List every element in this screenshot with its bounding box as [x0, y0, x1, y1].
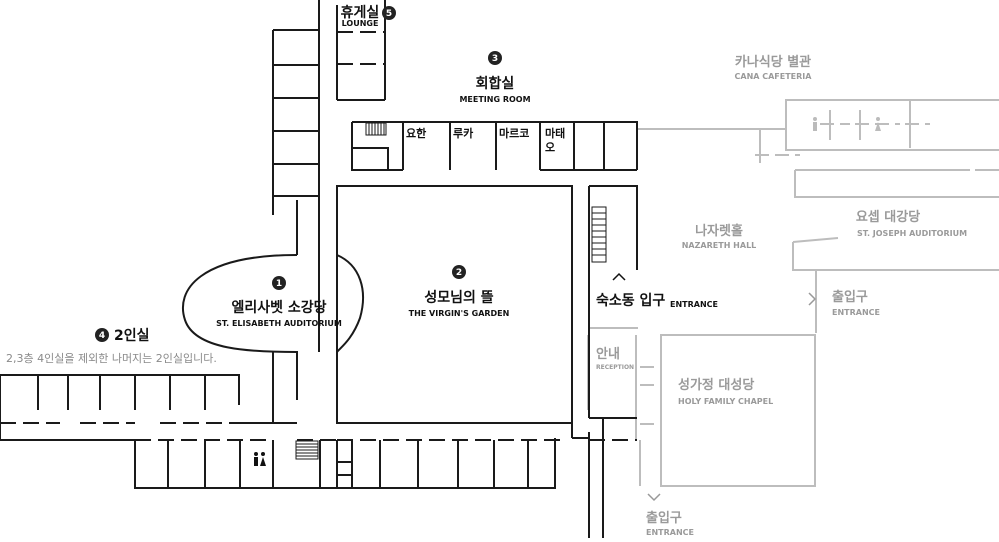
restroom-icon — [254, 452, 266, 466]
exit-bottom-label: 출입구 — [646, 510, 682, 526]
meeting-room-luke: 루카 — [453, 126, 473, 140]
meeting-room-mark: 마르코 — [499, 126, 529, 140]
restroom-icon — [813, 117, 881, 131]
cana-label: 카나식당 별관 — [735, 54, 811, 70]
meeting-room-matthew-2: 오 — [545, 141, 555, 154]
main-building — [0, 0, 881, 538]
chapel-label: 성가정 대성당 — [678, 377, 754, 393]
elisabeth-eng: ST. ELISABETH AUDITORIUM — [216, 319, 342, 328]
joseph-label: 요셉 대강당 — [856, 209, 920, 225]
garden-label: 성모님의 뜰 — [424, 289, 493, 306]
chevron-down-icon — [647, 493, 661, 502]
svg-text:2: 2 — [456, 268, 462, 278]
nazareth-eng: NAZARETH HALL — [682, 241, 757, 250]
exit-right-eng: ENTRANCE — [832, 308, 880, 317]
nazareth-label: 나자렛홀 — [695, 223, 743, 239]
dorm-entrance-eng: ENTRANCE — [670, 300, 718, 309]
elisabeth-label: 엘리사벳 소강당 — [231, 299, 326, 316]
svg-text:1: 1 — [276, 279, 282, 289]
badge-elisabeth: 1 — [272, 276, 286, 290]
meeting-label: 회합실 — [476, 75, 515, 92]
exit-bottom-eng: ENTRANCE — [646, 528, 694, 537]
chevron-right-icon — [808, 292, 817, 306]
meeting-eng: MEETING ROOM — [459, 95, 530, 104]
svg-text:4: 4 — [99, 331, 105, 341]
reception-eng: RECEPTION — [596, 364, 634, 371]
svg-text:3: 3 — [492, 54, 498, 64]
cana-eng: CANA CAFETERIA — [735, 72, 813, 81]
meeting-room-john: 요한 — [406, 126, 426, 140]
badge-garden: 2 — [452, 265, 466, 279]
badge-two-person: 4 — [95, 328, 109, 342]
chevron-up-icon — [612, 272, 626, 281]
garden-eng: THE VIRGIN'S GARDEN — [409, 309, 510, 318]
meeting-room-matthew: 마태 — [545, 126, 565, 140]
badge-lounge: 5 — [382, 6, 396, 20]
two-person-label: 2인실 — [114, 327, 150, 344]
lounge-label: 휴게실 — [341, 5, 380, 21]
exit-right-label: 출입구 — [832, 289, 868, 305]
chapel-eng: HOLY FAMILY CHAPEL — [678, 397, 773, 406]
annex-area — [587, 99, 999, 487]
joseph-eng: ST. JOSEPH AUDITORIUM — [857, 229, 967, 238]
svg-text:5: 5 — [386, 9, 392, 19]
two-person-note: 2,3층 4인실을 제외한 나머지는 2인실입니다. — [6, 352, 217, 365]
badge-meeting: 3 — [488, 51, 502, 65]
stairs-icon — [295, 122, 607, 460]
dorm-entrance-label: 숙소동 입구 — [596, 293, 665, 309]
reception-label: 안내 — [596, 346, 620, 362]
lounge-eng: LOUNGE — [342, 19, 379, 28]
